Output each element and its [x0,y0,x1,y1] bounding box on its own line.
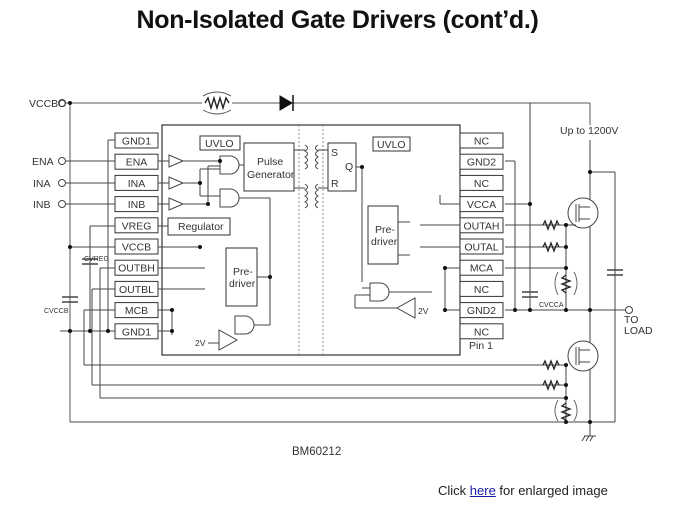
ic-body [161,124,461,356]
pin-label: VCCB [122,242,151,254]
to-load-label-1: TO [624,314,638,326]
pin-label: NC [474,136,490,148]
pin-label: ENA [126,157,148,169]
enlarge-caption: Click here for enlarged image [438,483,608,498]
cvreg-label: CVREG [84,256,109,263]
latch-q-label: Q [345,161,353,173]
to-load-label-2: LOAD [624,325,653,337]
pin-right-mca: MCA [459,259,504,276]
pin-left-gnd1: GND1 [114,132,159,149]
enlarge-image-link[interactable]: here [469,483,496,498]
pin-left-inb: INB [114,196,159,213]
pin-right-outah: OUTAH [459,217,504,234]
pin-label: NC [474,326,490,338]
and-gate-left-icon [234,315,255,335]
bootstrap-diode-icon [279,95,294,111]
pin-right-nc: NC [459,174,504,191]
vccb-input-label: VCCBO [29,98,66,110]
pin-label: NC [474,284,490,296]
regulator-label: Regulator [178,221,224,233]
cvcca-capacitor-icon [522,291,538,298]
part-number-label: BM60212 [292,446,342,458]
predriver-right-label-2: driver [371,236,398,248]
pin-label: GND2 [467,305,496,317]
pin-label: INB [128,199,146,211]
high-side-mosfet-icon [566,197,599,229]
uvlo-left-block [199,135,241,151]
predriver-left-label-1: Pre- [233,266,253,278]
pin-left-vccb: VCCB [114,238,159,255]
comparator-right-icon [395,297,416,319]
ground-icons [581,435,596,442]
input-buffer-icons [168,154,185,211]
pin-left-mcb: MCB [114,302,159,319]
ref-left-label: 2V [195,338,206,348]
pin-label: VREG [122,220,152,232]
inb-input-label: INB [33,199,51,211]
junction-dots [68,101,592,424]
cvcca-label: CVCCA [539,302,564,309]
pin-right-outal: OUTAL [459,238,504,255]
caption-suffix: for enlarged image [495,483,608,498]
bus-capacitor-icon [607,269,623,276]
latch-s-label: S [331,147,338,159]
caption-prefix: Click [438,483,470,498]
pin-right-nc: NC [459,323,504,340]
and-gate-right-icon [369,282,390,302]
slide-title: Non-Isolated Gate Drivers (cont’d.) [136,6,539,34]
predriver-right-block [367,205,399,265]
pin-label: VCCA [467,199,496,211]
pin-right-nc: NC [459,132,504,149]
gate-resistor-icons [542,219,572,421]
ina-input-label: INA [33,178,51,190]
pin-label: OUTBH [118,263,155,275]
low-side-mosfet-icon [567,340,599,372]
pin-label: OUTBL [119,284,154,296]
pin-label: MCB [125,305,148,317]
pin-right-vcca: VCCA [459,196,504,213]
pin-label: NC [474,178,490,190]
terminal-icons [58,99,633,314]
bootstrap-resistor-icon [202,91,232,115]
uvlo-left-label: UVLO [205,138,234,150]
pulse-generator-label-1: Pulse [257,156,283,168]
transformer-icons [304,144,319,209]
uvlo-right-block [372,136,411,152]
pin-label: GND2 [467,157,496,169]
pin-right-nc: NC [459,280,504,297]
pin-right-gnd2: GND2 [459,153,504,170]
pin-label: GND1 [122,326,151,338]
pulse-generator-block [243,142,295,192]
pin-label: OUTAL [464,242,498,254]
pin-label: GND1 [122,136,151,148]
cvreg-capacitor-icon [82,258,98,265]
pin-label: MCA [470,263,493,275]
comparator-left-icon [218,329,239,351]
predriver-right-label-1: Pre- [375,224,395,236]
pin-left-gnd1: GND1 [114,323,159,340]
pin-left-outbh: OUTBH [114,259,159,276]
and-gate-icons [219,155,240,208]
pin-left-ena: ENA [114,153,159,170]
pin-left-ina: INA [114,174,159,191]
pin-right-gnd2: GND2 [459,302,504,319]
ref-right-label: 2V [418,306,429,316]
uvlo-right-label: UVLO [377,139,406,151]
pin-label: INA [128,178,146,190]
predriver-left-label-2: driver [229,278,256,290]
ena-input-label: ENA [32,156,54,168]
latch-r-label: R [331,178,339,190]
cvccb-label: CVCCB [44,308,69,315]
pin-left-outbl: OUTBL [114,280,159,297]
high-voltage-label: Up to 1200V [560,125,618,137]
pin-label: OUTAH [464,220,500,232]
pin1-label: Pin 1 [469,340,493,352]
pulse-generator-label-2: Generator [247,169,295,181]
cvccb-capacitor-icon [62,296,78,303]
pin-left-vreg: VREG [114,217,159,234]
